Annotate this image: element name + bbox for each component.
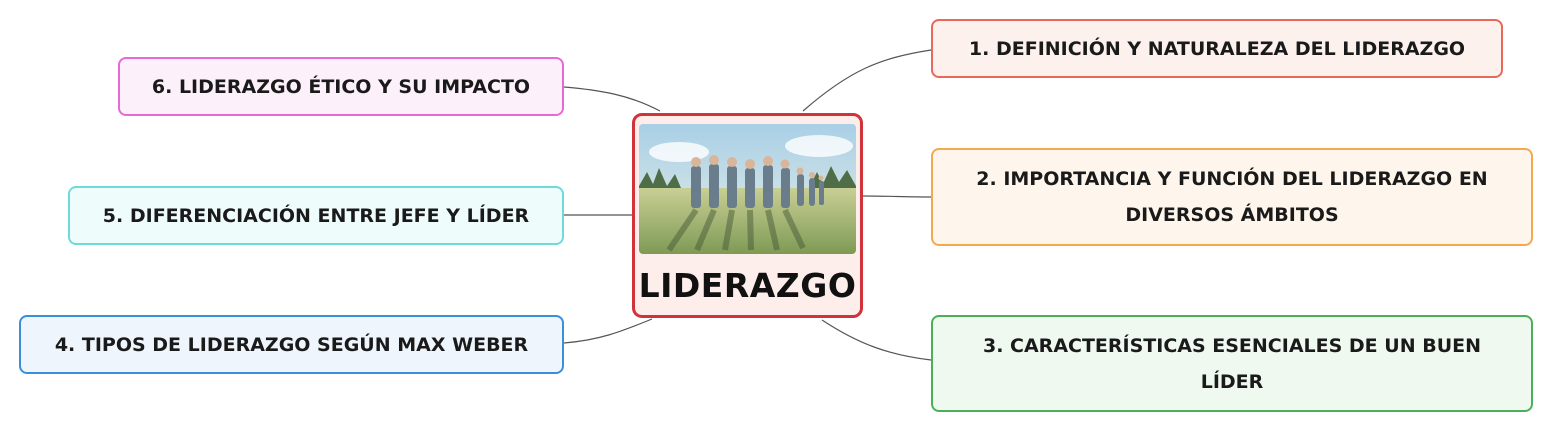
central-topic[interactable]: LIDERAZGO (632, 113, 863, 318)
branch-6-label: 6. LIDERAZGO ÉTICO Y SU IMPACTO (151, 75, 531, 98)
connector-branch-3 (821, 319, 932, 361)
connector-branch-2 (862, 195, 932, 198)
branch-4-label: 4. TIPOS DE LIDERAZGO SEGÚN MAX WEBER (54, 333, 529, 356)
connector-branch-4 (563, 318, 653, 344)
branch-5-diferenciacion[interactable]: 5. DIFERENCIACIÓN ENTRE JEFE Y LÍDER (68, 186, 564, 245)
branch-2-importancia[interactable]: 2. IMPORTANCIA Y FUNCIÓN DEL LIDERAZGO E… (931, 148, 1533, 246)
connector-branch-1 (802, 49, 932, 112)
connector-branch-6 (563, 86, 661, 112)
branch-5-label: 5. DIFERENCIACIÓN ENTRE JEFE Y LÍDER (102, 204, 530, 227)
branch-3-caracteristicas[interactable]: 3. CARACTERÍSTICAS ESENCIALES DE UN BUEN… (931, 315, 1533, 412)
branch-4-tipos[interactable]: 4. TIPOS DE LIDERAZGO SEGÚN MAX WEBER (19, 315, 564, 374)
branch-1-label: 1. DEFINICIÓN Y NATURALEZA DEL LIDERAZGO (968, 37, 1466, 60)
central-title: LIDERAZGO (638, 265, 857, 305)
branch-1-definicion[interactable]: 1. DEFINICIÓN Y NATURALEZA DEL LIDERAZGO (931, 19, 1503, 78)
branch-6-etico[interactable]: 6. LIDERAZGO ÉTICO Y SU IMPACTO (118, 57, 564, 116)
branch-3-label: 3. CARACTERÍSTICAS ESENCIALES DE UN BUEN… (982, 334, 1482, 393)
branch-2-label: 2. IMPORTANCIA Y FUNCIÓN DEL LIDERAZGO E… (976, 168, 1488, 226)
leadership-scene-image (639, 124, 856, 254)
